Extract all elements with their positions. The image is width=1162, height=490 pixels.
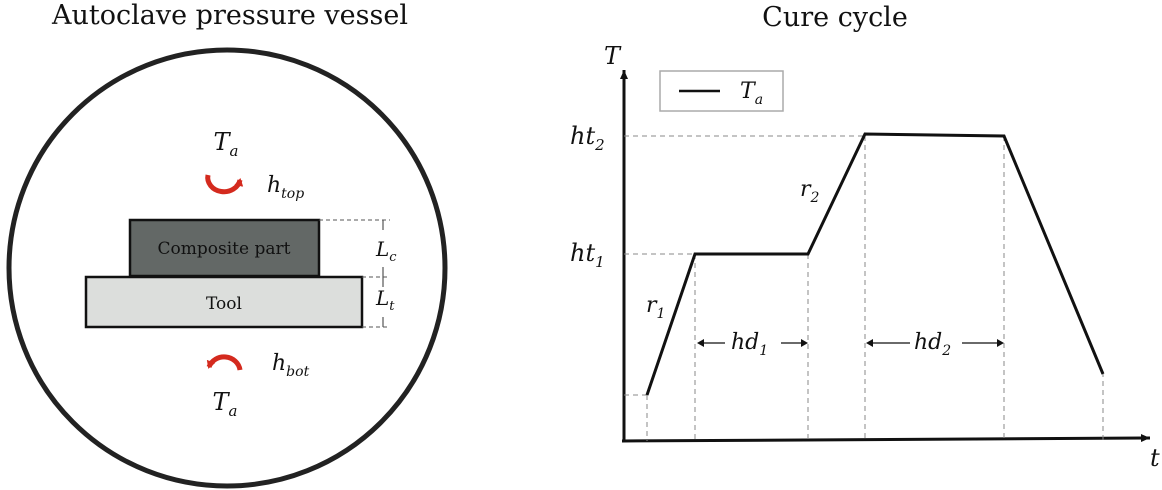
- ambient-temp-top: Ta: [214, 128, 239, 160]
- vessel-outline: [6, 47, 448, 489]
- cure-cycle-panel: Cure cycle T t Ta ht2 ht1 r1 r2: [570, 2, 1160, 472]
- hd1-dimension: [697, 339, 808, 347]
- rotate-ccw-arrow-icon: [206, 354, 243, 371]
- x-axis-label: t: [1150, 444, 1160, 472]
- composite-part-label: Composite part: [158, 239, 291, 259]
- tool: [84, 275, 364, 329]
- hd2-dimension: [866, 339, 1004, 347]
- tool-label: Tool: [206, 294, 242, 314]
- x-axis: [621, 434, 1151, 443]
- r1-label: r1: [646, 293, 665, 322]
- autoclave-title: Autoclave pressure vessel: [51, 0, 408, 31]
- legend-box: [659, 70, 784, 112]
- rotate-cw-arrow-icon: [205, 174, 244, 195]
- temperature-profile-line: [645, 132, 1105, 396]
- ambient-temp-bottom: Ta: [213, 388, 238, 420]
- ht2-label: ht2: [570, 122, 605, 154]
- ht1-label: ht1: [570, 239, 605, 271]
- h-top-label: htop: [267, 173, 304, 202]
- thickness-guides: [319, 219, 390, 328]
- cure-cycle-title: Cure cycle: [762, 2, 908, 33]
- y-axis-label: T: [604, 42, 622, 70]
- reference-lines: [624, 135, 1104, 441]
- hd1-label: hd1: [731, 330, 768, 359]
- autoclave-panel: Autoclave pressure vessel Ta htop Compos…: [6, 0, 448, 489]
- thickness-composite-label: Lc: [375, 237, 397, 265]
- r2-label: r2: [800, 177, 820, 206]
- legend-label: Ta: [740, 79, 763, 108]
- thickness-tool-label: Lt: [375, 286, 395, 314]
- hd2-label: hd2: [914, 330, 951, 359]
- h-bot-label: hbot: [272, 351, 310, 380]
